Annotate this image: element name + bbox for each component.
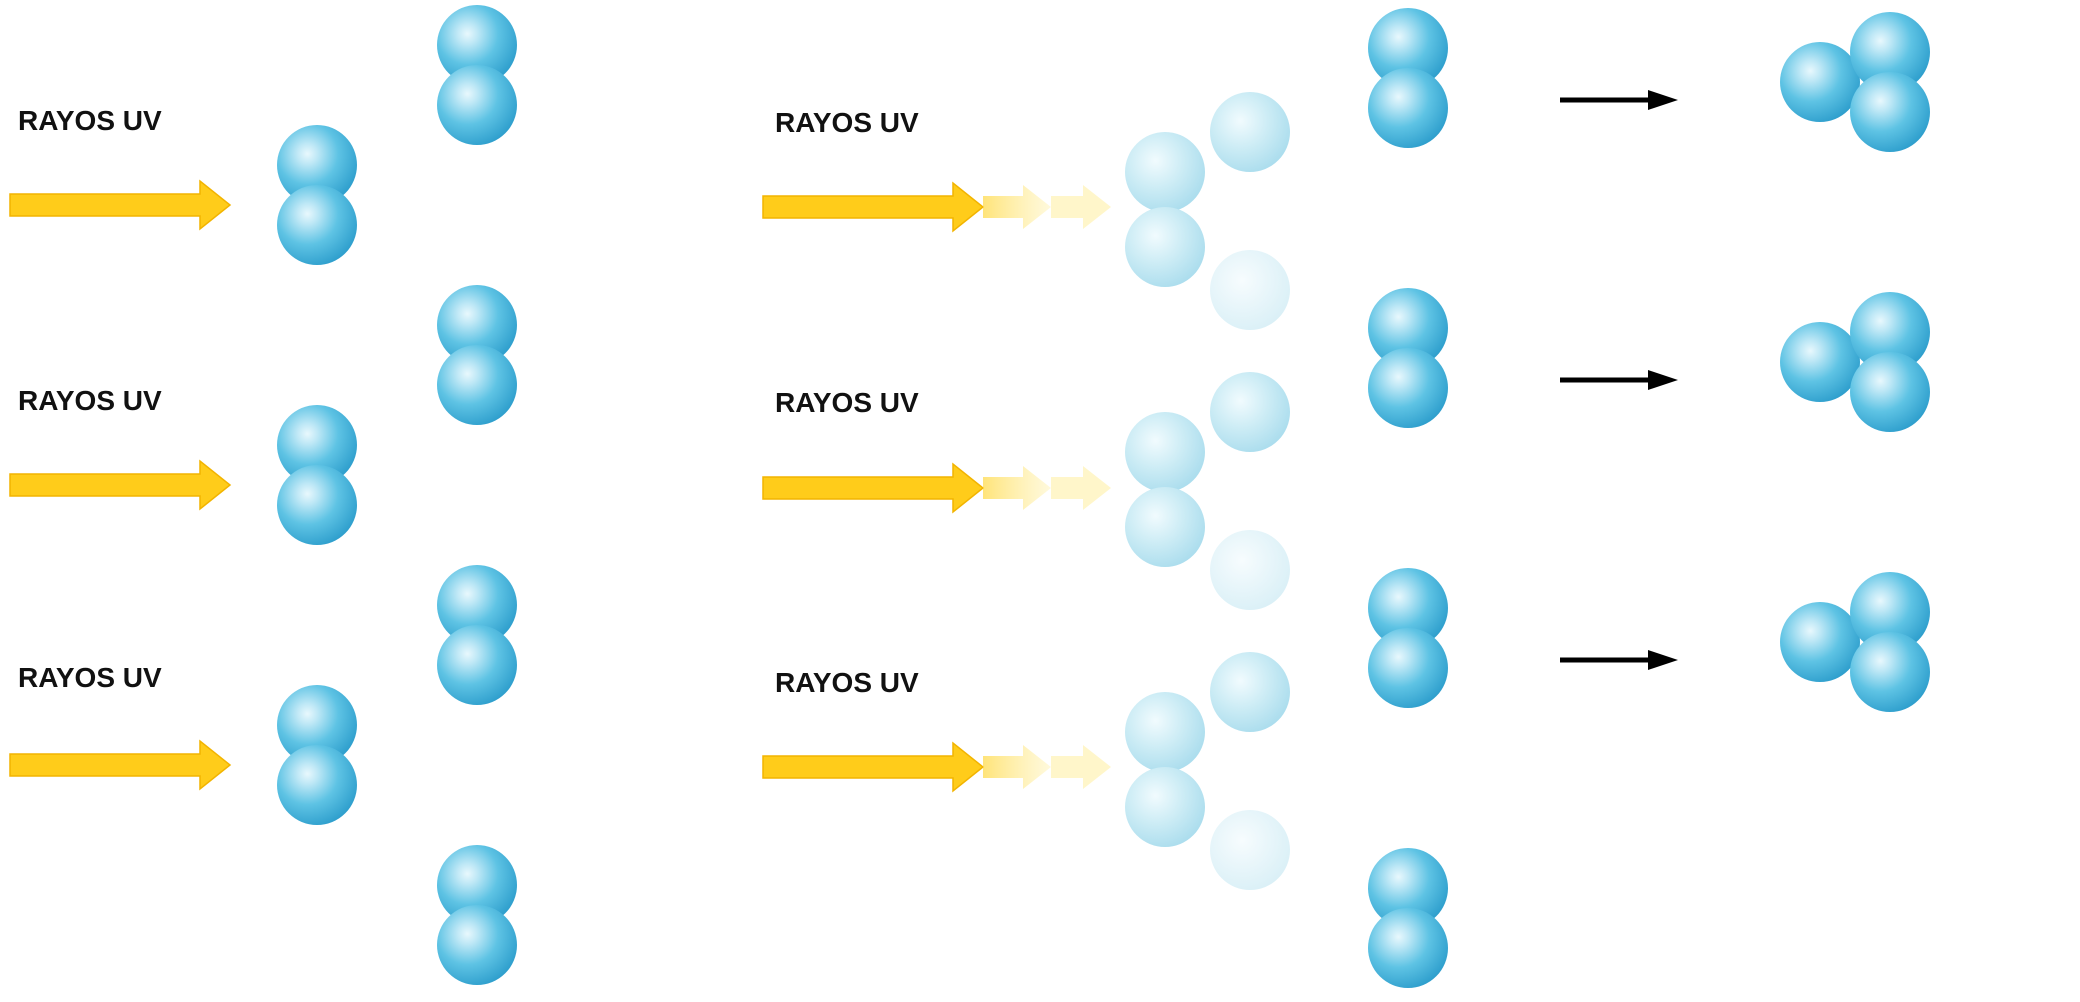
- o3-molecule-icon: [1780, 12, 1930, 152]
- oxygen-atom-icon: [1368, 288, 1448, 368]
- o3-molecule-icon: [1780, 292, 1930, 432]
- o3-molecule-icon: [1780, 572, 1930, 712]
- oxygen-atom-icon: [437, 565, 517, 645]
- oxygen-atom-icon: [1850, 12, 1930, 92]
- o2-molecule-icon: [277, 125, 357, 265]
- uv-arrow-icon: [983, 185, 1111, 229]
- reaction-arrow-icon: [1560, 90, 1678, 110]
- oxygen-atom-icon: [277, 685, 357, 765]
- oxygen-atom-icon: [437, 345, 517, 425]
- oxygen-atom-icon: [1125, 487, 1205, 567]
- oxygen-atom-icon: [1780, 42, 1860, 122]
- uv-arrow-icon: [762, 462, 985, 514]
- oxygen-atom-icon: [277, 185, 357, 265]
- oxygen-atom-icon: [1368, 8, 1448, 88]
- uv-arrow-icon: [762, 741, 985, 793]
- oxygen-atom-icon: [1850, 72, 1930, 152]
- oxygen-splitting-panel: RAYOS UV RAYOS UV RAYOS UV: [762, 92, 1290, 890]
- oxygen-atom-icon: [277, 745, 357, 825]
- o2-molecule-icon: [1368, 8, 1448, 148]
- oxygen-atom-icon: [1368, 628, 1448, 708]
- oxygen-atom-icon: [1210, 92, 1290, 172]
- reaction-arrow-icon: [1560, 370, 1678, 390]
- uv-label: RAYOS UV: [775, 667, 919, 698]
- oxygen-atom-icon: [1210, 810, 1290, 890]
- o2-molecule-icon: [1368, 568, 1448, 708]
- oxygen-atom-icon: [1210, 250, 1290, 330]
- uv-label: RAYOS UV: [18, 662, 162, 693]
- oxygen-atom-icon: [1368, 348, 1448, 428]
- o2-molecule-icon: [437, 285, 517, 425]
- o2-molecule-icon: [437, 845, 517, 985]
- o2-molecule-icon: [277, 405, 357, 545]
- oxygen-atom-icon: [1368, 568, 1448, 648]
- oxygen-atom-icon: [1368, 848, 1448, 928]
- uv-arrow-icon: [983, 745, 1111, 789]
- uv-arrow-icon: [9, 179, 232, 231]
- uv-arrow-icon: [983, 466, 1111, 510]
- oxygen-atom-icon: [1368, 908, 1448, 988]
- oxygen-atom-icon: [437, 845, 517, 925]
- uv-hits-oxygen-panel: RAYOS UV RAYOS UV RAYOS UV: [9, 5, 517, 985]
- uv-arrow-icon: [9, 459, 232, 511]
- uv-label: RAYOS UV: [18, 385, 162, 416]
- uv-label: RAYOS UV: [775, 107, 919, 138]
- oxygen-atom-icon: [277, 465, 357, 545]
- oxygen-atom-icon: [1210, 530, 1290, 610]
- oxygen-atom-icon: [1780, 322, 1860, 402]
- oxygen-atom-icon: [1125, 132, 1205, 212]
- oxygen-atom-icon: [437, 65, 517, 145]
- oxygen-atom-icon: [1125, 767, 1205, 847]
- oxygen-atom-icon: [437, 625, 517, 705]
- uv-arrow-icon: [9, 739, 232, 791]
- reaction-arrow-icon: [1560, 650, 1678, 670]
- oxygen-atom-icon: [1850, 572, 1930, 652]
- ozone-formation-panel: [1368, 8, 1930, 988]
- oxygen-atom-icon: [1125, 412, 1205, 492]
- oxygen-atom-icon: [1368, 68, 1448, 148]
- uv-label: RAYOS UV: [18, 105, 162, 136]
- oxygen-atom-icon: [1210, 652, 1290, 732]
- o2-molecule-icon: [1368, 288, 1448, 428]
- oxygen-atom-icon: [437, 285, 517, 365]
- oxygen-atom-icon: [1780, 602, 1860, 682]
- oxygen-atom-icon: [1850, 632, 1930, 712]
- oxygen-atom-icon: [1850, 292, 1930, 372]
- uv-arrow-icon: [762, 181, 985, 233]
- uv-label: RAYOS UV: [775, 387, 919, 418]
- oxygen-atom-icon: [1125, 207, 1205, 287]
- oxygen-atom-icon: [1125, 692, 1205, 772]
- oxygen-atom-icon: [277, 405, 357, 485]
- oxygen-atom-icon: [437, 905, 517, 985]
- oxygen-atom-icon: [1850, 352, 1930, 432]
- o2-molecule-icon: [277, 685, 357, 825]
- o2-molecule-icon: [437, 5, 517, 145]
- o2-molecule-icon: [1368, 848, 1448, 988]
- oxygen-atom-icon: [1210, 372, 1290, 452]
- o2-molecule-icon: [437, 565, 517, 705]
- oxygen-atom-icon: [277, 125, 357, 205]
- oxygen-atom-icon: [437, 5, 517, 85]
